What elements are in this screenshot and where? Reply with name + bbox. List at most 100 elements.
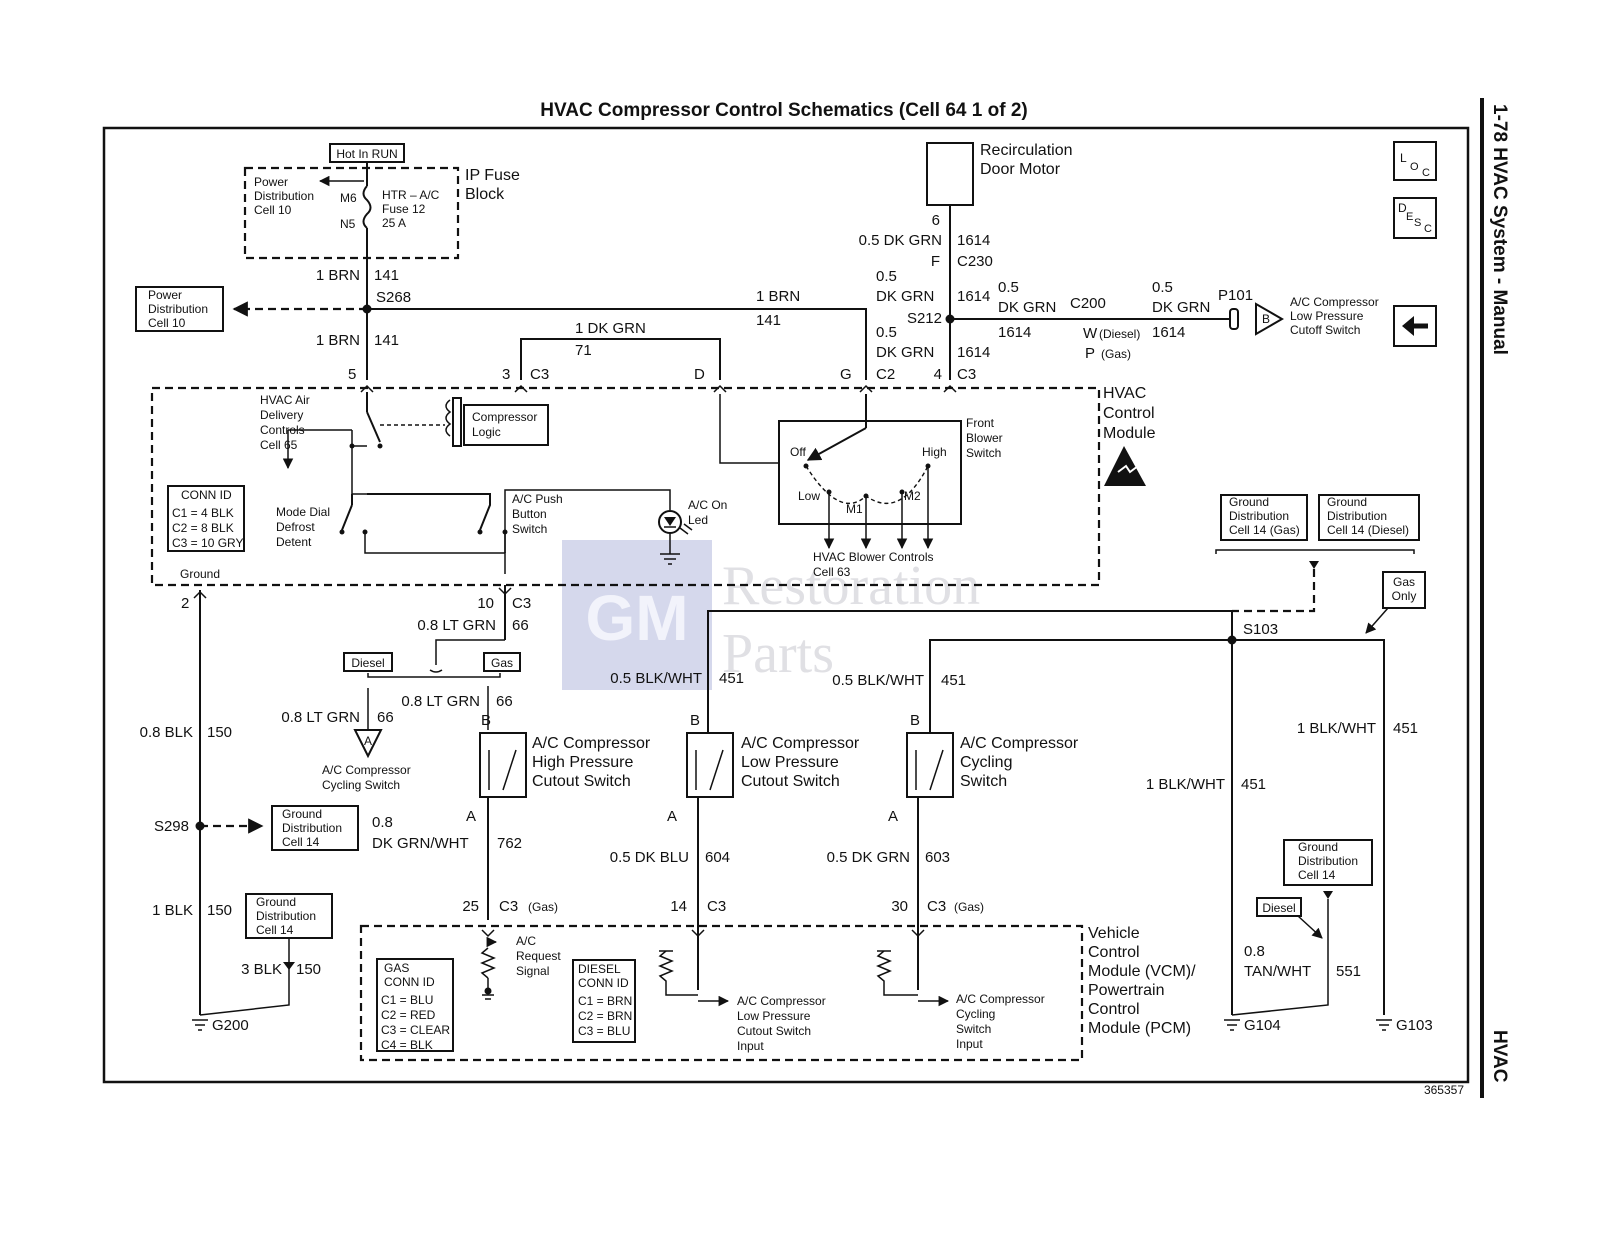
label-vcm-ds2: CONN ID bbox=[578, 976, 629, 990]
hvac-control-module: HVAC Control Module 5 3 C3 D G HVAC Air … bbox=[150, 366, 1156, 587]
label-cycling-left-pin10: 10 bbox=[477, 595, 494, 612]
label-left-branch-gnd: G200 bbox=[212, 1017, 249, 1034]
label-vcm-cy4: Input bbox=[956, 1037, 983, 1051]
label-fuse-block-pd3: Cell 10 bbox=[254, 203, 292, 217]
label-hvac-module-mode1: Mode Dial bbox=[276, 505, 330, 519]
label-left-branch-gauge: 0.8 BLK bbox=[140, 724, 193, 741]
label-right-ground-w1g: 1 BLK/WHT bbox=[1297, 720, 1376, 737]
label-cyc-switch-num: 603 bbox=[925, 849, 950, 866]
label-cycling-left-a: A bbox=[364, 734, 372, 748]
label-vcm-cy1: A/C Compressor bbox=[956, 992, 1045, 1006]
back-arrow-icon[interactable] bbox=[1393, 305, 1437, 347]
label-hp-switch-l1: A/C Compressor bbox=[532, 735, 651, 752]
label-right-ground-gd3: Cell 14 bbox=[1298, 868, 1336, 882]
lp-input-resistor bbox=[658, 950, 698, 996]
low-pressure-cutout-switch[interactable]: B A/C Compressor Low Pressure Cutout Swi… bbox=[686, 712, 860, 798]
label-hvac-module-blower3: Switch bbox=[966, 446, 1001, 460]
ground-dist-gas[interactable]: Ground Distribution Cell 14 (Gas) bbox=[1220, 494, 1308, 541]
label-lp-switch-wire-n: 451 bbox=[719, 670, 744, 687]
label-vcm-gas1: GAS bbox=[384, 961, 409, 975]
hot-in-run-label: Hot In RUN bbox=[336, 147, 397, 161]
label-lp-switch-pin: 14 bbox=[670, 898, 687, 915]
label-recirc-g3b: DK GRN bbox=[876, 344, 934, 361]
label-vcm-req3: Signal bbox=[516, 964, 549, 978]
label-hvac-module-pinG: G bbox=[840, 366, 852, 383]
label-recirc-pinF: F bbox=[931, 253, 940, 270]
label-recirc-g2a: 0.5 bbox=[876, 268, 897, 285]
label-left-branch-gd5: Distribution bbox=[256, 909, 316, 923]
label-hvac-module-blower2: Blower bbox=[966, 431, 1003, 445]
label-power-dist-l2: Distribution bbox=[148, 302, 208, 316]
label-vcm-l1: Vehicle bbox=[1088, 925, 1140, 942]
hvac-conn-id-box bbox=[167, 485, 245, 552]
label-left-branch-num2: 150 bbox=[207, 902, 232, 919]
label-hvac-module-c1: C1 = 4 BLK bbox=[172, 506, 234, 520]
label-power-dist-l1: Power bbox=[148, 288, 182, 302]
ground-dist-551[interactable]: Ground Distribution Cell 14 bbox=[1283, 839, 1373, 886]
ground-distribution-s298[interactable]: Ground Distribution Cell 14 bbox=[271, 805, 359, 851]
label-cyc-switch-conn: C3 bbox=[927, 898, 946, 915]
label-cyc-switch-pin: 30 bbox=[891, 898, 908, 915]
label-recirc-pin4: 4 bbox=[934, 366, 942, 383]
label-cycling-left-num3: 66 bbox=[496, 693, 513, 710]
label-right-ground-tan-b: TAN/WHT bbox=[1244, 963, 1311, 980]
ground-distribution-150[interactable]: Ground Distribution Cell 14 bbox=[245, 893, 333, 939]
label-right-top-num2: 1614 bbox=[1152, 324, 1185, 341]
label-vcm-req1: A/C bbox=[516, 934, 536, 948]
label-wire-top-a-num: 141 bbox=[374, 267, 399, 284]
ground-dist-diesel[interactable]: Ground Distribution Cell 14 (Diesel) bbox=[1318, 494, 1420, 541]
label-cyc-switch-b: B bbox=[910, 712, 920, 729]
label-recirc-splice: S212 bbox=[907, 310, 942, 327]
label-vcm-req2: Request bbox=[516, 949, 561, 963]
label-vcm-gc1: C1 = BLU bbox=[381, 993, 433, 1007]
wire-71 bbox=[520, 338, 721, 380]
label-recirc-l2: Door Motor bbox=[980, 161, 1061, 178]
label-right-top-num1: 1614 bbox=[998, 324, 1031, 341]
label-hvac-module-m2: M2 bbox=[904, 489, 921, 503]
label-hvac-module-c2: C2 = 8 BLK bbox=[172, 521, 234, 535]
high-pressure-cutout-switch[interactable]: B A/C Compressor High Pressure Cutout Sw… bbox=[479, 712, 651, 798]
label-right-ground-gd-gas3: Cell 14 (Gas) bbox=[1229, 523, 1300, 537]
label-cyc-switch-a: A bbox=[888, 808, 898, 825]
label-hvac-module-mode2: Defrost bbox=[276, 520, 315, 534]
front-blower-switch bbox=[778, 420, 962, 525]
recirculation-door-motor[interactable]: Recirculation Door Motor bbox=[926, 142, 1072, 206]
label-cycling-left-l1: A/C Compressor bbox=[322, 763, 411, 777]
label-right-ground-tan-a: 0.8 bbox=[1244, 943, 1265, 960]
ground-g103-icon bbox=[1376, 1019, 1392, 1031]
ip-fuse-name-1: IP Fuse bbox=[465, 167, 520, 184]
label-right-ground-gd-gas1: Ground bbox=[1229, 495, 1269, 509]
label-hvac-module-push1: A/C Push bbox=[512, 492, 563, 506]
label-recirc-num2: 1614 bbox=[957, 288, 990, 305]
label-cycling-left-diesel: Diesel bbox=[351, 656, 384, 670]
label-vcm-l5: Control bbox=[1088, 1001, 1140, 1018]
label-fuse-block-n5: N5 bbox=[340, 217, 356, 231]
esd-warning-icon bbox=[1104, 446, 1146, 486]
label-hvac-module-c3v: C3 = 10 GRY bbox=[172, 536, 243, 550]
label-recirc-conn-c2: C2 bbox=[876, 366, 895, 383]
svg-text:D: D bbox=[1398, 201, 1407, 215]
label-hvac-module-logic2: Logic bbox=[472, 425, 501, 439]
label-right-ground-tan-n: 551 bbox=[1336, 963, 1361, 980]
ground-g200-icon bbox=[192, 1019, 208, 1031]
label-hvac-module-led1: A/C On bbox=[688, 498, 727, 512]
label-left-branch-num: 150 bbox=[207, 724, 232, 741]
ip-fuse-name-2: Block bbox=[465, 186, 505, 203]
label-vcm-gc3: C3 = CLEAR bbox=[381, 1023, 450, 1037]
label-right-ground-gd-ds1: Ground bbox=[1327, 495, 1367, 509]
diesel-tag bbox=[343, 652, 393, 672]
led-ground-icon bbox=[660, 553, 680, 565]
label-recirc-pin: 6 bbox=[932, 212, 940, 229]
request-resistor bbox=[480, 947, 496, 979]
label-recirc-conn-c3: C3 bbox=[957, 366, 976, 383]
svg-text:S: S bbox=[1414, 217, 1421, 229]
cycling-switch[interactable]: B A/C Compressor Cycling Switch bbox=[906, 712, 1079, 798]
label-right-ground-w1n: 451 bbox=[1393, 720, 1418, 737]
svg-text:O: O bbox=[1410, 161, 1419, 173]
svg-text:C: C bbox=[1424, 223, 1432, 235]
label-wire-top-a-gauge: 1 BRN bbox=[316, 267, 360, 284]
power-distribution-box[interactable]: Power Distribution Cell 10 bbox=[135, 286, 224, 332]
